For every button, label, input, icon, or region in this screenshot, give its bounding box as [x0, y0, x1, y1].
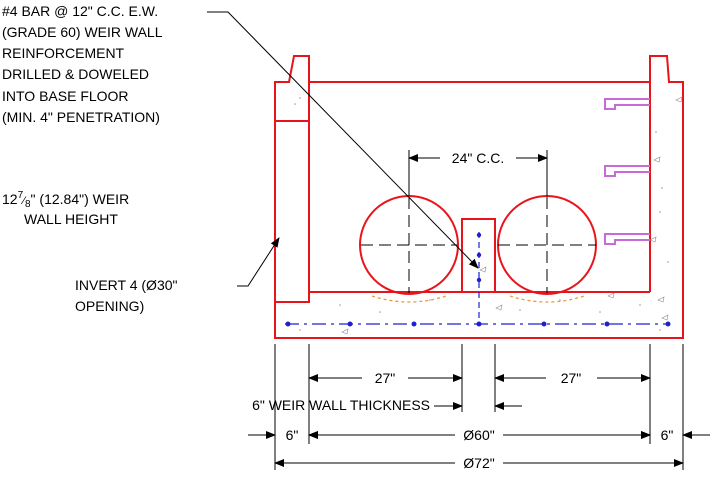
step-1-icon [604, 98, 650, 110]
weir-height-line-1: 127⁄8" (12.84") WEIR [2, 190, 129, 210]
bar-callout-line-4: DRILLED & DOWELED [2, 66, 149, 82]
structure-outline [274, 55, 684, 339]
bar-callout: #4 BAR @ 12" C.C. E.W. (GRADE 60) WEIR W… [2, 3, 163, 125]
opening-left-invert-arc [371, 295, 447, 303]
leaders [207, 11, 479, 287]
bar-callout-line-2: (GRADE 60) WEIR WALL [2, 24, 163, 40]
dim-left-offset: 27" [375, 370, 396, 386]
invert-callout-line-2: OPENING) [75, 298, 144, 314]
bar-callout-line-3: REINFORCEMENT [2, 45, 125, 61]
step-3-icon [604, 233, 650, 245]
step-2-icon [604, 165, 650, 177]
bar-callout-line-6: (MIN. 4" PENETRATION) [2, 109, 160, 125]
weir-height-line-2: WALL HEIGHT [24, 211, 118, 227]
bar-callout-leader [207, 11, 479, 269]
dim-inner-diameter: Ø60" [463, 427, 494, 443]
rebar [285, 232, 671, 327]
dim-right-offset: 27" [561, 370, 582, 386]
invert-callout-line-1: INVERT 4 (Ø30" [75, 277, 178, 293]
opening-right-centerlines [498, 197, 596, 293]
opening-right-invert-arc [509, 295, 585, 303]
dimensions: 24" C.C. 27" 27" 6" WEIR WALL THICKNESS … [248, 150, 710, 471]
manhole-steps [604, 98, 650, 245]
invert-callout-leader [237, 237, 280, 287]
bar-callout-line-5: INTO BASE FLOOR [2, 88, 129, 104]
dim-left-wall: 6" [286, 427, 299, 443]
bar-callout-line-1: #4 BAR @ 12" C.C. E.W. [2, 3, 158, 19]
pipe-openings [359, 195, 597, 303]
dim-pipe-spacing: 24" C.C. [452, 150, 504, 166]
concrete-hatch [294, 96, 683, 335]
rebar-dots [285, 232, 671, 327]
dim-outer-diameter: Ø72" [463, 455, 494, 471]
opening-left-centerlines [361, 197, 457, 293]
weir-height-note: 127⁄8" (12.84") WEIR WALL HEIGHT [2, 190, 129, 227]
outer-wall-outline [274, 55, 684, 339]
invert-callout: INVERT 4 (Ø30" OPENING) [75, 277, 178, 314]
left-wall-cut-frame [274, 120, 310, 303]
dim-weir-thickness: 6" WEIR WALL THICKNESS [252, 397, 430, 413]
dim-right-wall: 6" [661, 427, 674, 443]
